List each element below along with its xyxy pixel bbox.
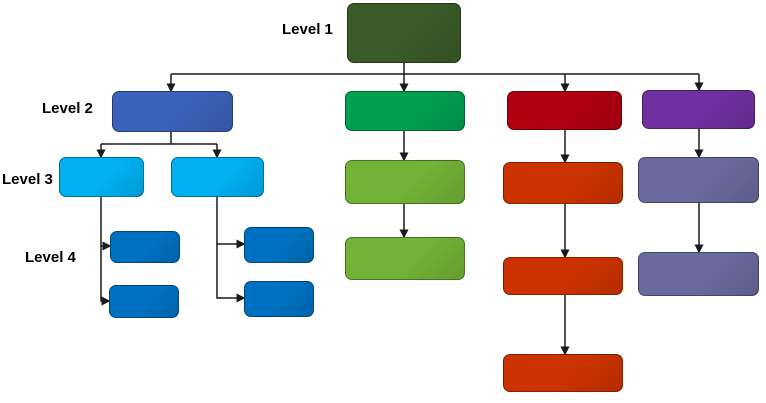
node-l2-red xyxy=(507,91,622,130)
level-1-label: Level 1 xyxy=(282,21,333,38)
node-l4-blue-b1 xyxy=(244,227,314,263)
level-3-label: Level 3 xyxy=(2,171,53,188)
node-root xyxy=(347,3,461,63)
node-l3-blue-a xyxy=(59,157,144,197)
node-l3-green xyxy=(345,160,465,204)
node-l5-red xyxy=(503,354,623,392)
node-l3-red xyxy=(503,162,623,204)
connector-b-to-b1 xyxy=(216,197,246,249)
node-l2-blue xyxy=(112,91,233,132)
connector-blue-bus xyxy=(101,132,217,145)
connector-a-to-a1 xyxy=(100,197,112,251)
node-l4-purple xyxy=(638,252,759,296)
node-l2-green xyxy=(345,91,465,131)
node-l2-purple xyxy=(642,90,755,129)
connector-root-bus xyxy=(171,63,699,75)
level-4-label: Level 4 xyxy=(25,249,76,266)
node-l3-blue-b xyxy=(171,157,264,197)
connector-b-to-b2 xyxy=(216,244,246,303)
node-l3-purple xyxy=(638,157,759,203)
node-l4-red xyxy=(503,257,623,295)
node-l4-blue-a2 xyxy=(109,285,179,318)
connector-a-to-a2 xyxy=(100,246,111,306)
level-2-label: Level 2 xyxy=(42,100,93,117)
node-l4-blue-b2 xyxy=(244,281,314,317)
node-l4-green xyxy=(345,237,465,280)
node-l4-blue-a1 xyxy=(110,231,180,263)
